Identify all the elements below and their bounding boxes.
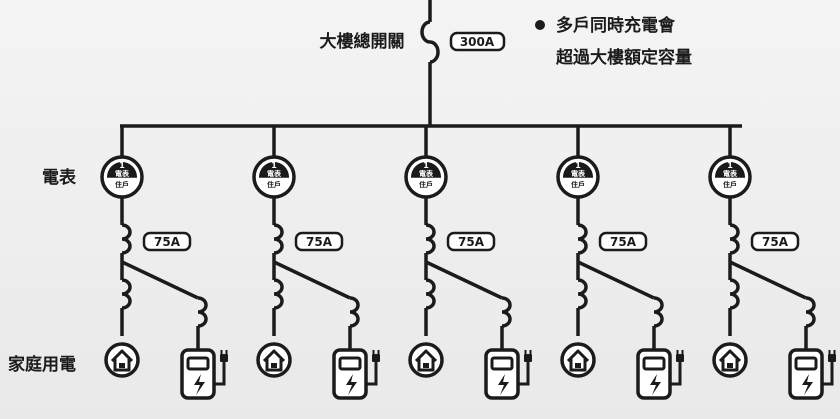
unit-breaker-symbol: [577, 223, 588, 255]
charger-breaker-symbol: [653, 296, 664, 328]
meter-number: 1: [727, 161, 733, 170]
unit-breaker-symbol: [729, 223, 740, 255]
charger-wire: [729, 260, 807, 300]
meter-bottom-text: 住戶: [723, 180, 737, 189]
home-breaker-symbol: [729, 278, 740, 310]
charger-breaker-symbol: [805, 296, 816, 328]
meter-bottom-text: 住戶: [115, 180, 129, 189]
meter-number: 1: [575, 161, 581, 170]
meter-dial: [259, 162, 289, 177]
ev-charger-icon: [484, 348, 534, 400]
meter-dial: [563, 162, 593, 177]
home-breaker-symbol: [577, 278, 588, 310]
meter-bottom-text: 住戶: [419, 180, 433, 189]
charger-wire: [273, 260, 351, 300]
meter-dial: [411, 162, 441, 177]
meter-top-text: 電表: [267, 169, 282, 178]
charger-breaker-symbol: [501, 296, 512, 328]
meter-top-text: 電表: [115, 169, 130, 178]
meter-top-text: 電表: [419, 169, 434, 178]
main-rating-text: 300A: [460, 35, 495, 49]
unit-rating-text: 75A: [154, 235, 181, 249]
ev-charger-icon: [180, 348, 230, 400]
unit-rating-badge: [294, 231, 344, 252]
house-icon: [560, 342, 596, 378]
unit-rating-badge: [598, 231, 648, 252]
home-breaker-symbol: [121, 278, 132, 310]
unit-breaker-symbol: [273, 223, 284, 255]
unit-rating-text: 75A: [762, 235, 789, 249]
home-breaker-symbol: [425, 278, 436, 310]
unit-rating-badge: [446, 231, 496, 252]
meter-number: 1: [119, 161, 125, 170]
house-icon: [256, 342, 292, 378]
main-switch-symbol: [420, 20, 431, 44]
meter-top-text: 電表: [723, 169, 738, 178]
main-rating-badge: [449, 31, 506, 52]
meter-bottom-text: 住戶: [267, 180, 281, 189]
unit-breaker-symbol: [425, 223, 436, 255]
unit-rating-text: 75A: [306, 235, 333, 249]
meter-number: 1: [271, 161, 277, 170]
charger-wire: [577, 260, 655, 300]
meter-dial: [107, 162, 137, 177]
charger-breaker-symbol: [349, 296, 360, 328]
unit-rating-text: 75A: [610, 235, 637, 249]
note-bullet-icon: [535, 20, 545, 30]
house-icon: [712, 342, 748, 378]
unit-rating-text: 75A: [458, 235, 485, 249]
meter-row-label: 電表: [42, 167, 77, 188]
meter-top-text: 電表: [571, 169, 586, 178]
ev-charger-icon: [788, 348, 838, 400]
meter-bottom-text: 住戶: [571, 180, 585, 189]
house-icon: [104, 342, 140, 378]
home-breaker-symbol: [273, 278, 284, 310]
note-line-1: 多戶同時充電會: [556, 15, 676, 36]
main-switch-label: 大樓總開關: [320, 31, 405, 52]
charger-wire: [121, 260, 199, 300]
charger-wire: [425, 260, 503, 300]
home-row-label: 家庭用電: [8, 354, 76, 375]
unit-rating-badge: [750, 231, 800, 252]
note-line-2: 超過大樓額定容量: [556, 47, 692, 68]
ev-charger-icon: [636, 348, 686, 400]
meter-number: 1: [423, 161, 429, 170]
meter-dial: [715, 162, 745, 177]
house-icon: [408, 342, 444, 378]
ev-charger-icon: [332, 348, 382, 400]
unit-rating-badge: [142, 231, 192, 252]
charger-breaker-symbol: [197, 296, 208, 328]
unit-breaker-symbol: [121, 223, 132, 255]
